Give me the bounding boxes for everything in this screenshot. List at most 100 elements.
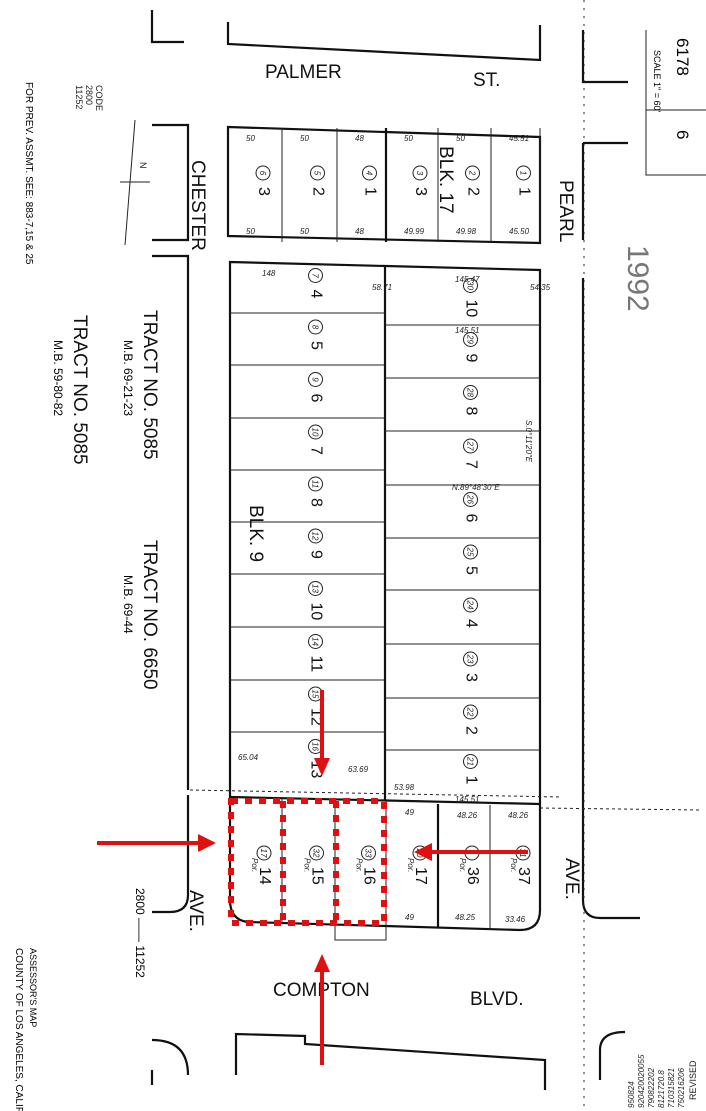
parcel-lot[interactable]: 912 (230, 528, 385, 575)
lot-number: 7 (463, 460, 480, 469)
parcel-number: 8 (308, 319, 323, 335)
street-chester: CHESTER (187, 160, 208, 251)
dimension: 33.46 (505, 915, 526, 924)
dimension: 48.26 (457, 811, 478, 820)
parcel-lot[interactable]: 424 (385, 597, 540, 645)
dimension: 50 (300, 227, 309, 236)
street-outlines (150, 0, 701, 1111)
dimension: 50 (246, 134, 255, 143)
parcel-number: 17 (256, 845, 272, 861)
north-arrow-icon: N (120, 119, 150, 246)
parcel-lot[interactable]: 11 (516, 165, 533, 196)
parcel-id: 15 (311, 690, 320, 699)
parcel-lot[interactable]: 525 (385, 544, 540, 591)
highlight-box-lot-14-16 (228, 798, 387, 926)
dimension: 49 (405, 808, 414, 817)
street-ave-right: AVE. (561, 858, 582, 900)
parcel-number: 5 (310, 165, 325, 181)
portion-note: Por. (509, 858, 518, 872)
parcel-number: 10 (308, 424, 323, 440)
parcel-id: 3 (415, 171, 424, 176)
parcel-id: 26 (466, 494, 475, 504)
code-value: 2800 (84, 85, 94, 105)
parcel-lot[interactable]: 58 (230, 319, 385, 366)
dimension: 145.51 (455, 326, 479, 335)
street-palmer-suffix: ST. (473, 70, 500, 91)
parcel-lot[interactable]: 811 (230, 476, 385, 523)
parcel-lot[interactable]: 25 (310, 165, 327, 196)
parcel-number: 28 (463, 385, 478, 400)
lot-number: 14 (256, 867, 273, 885)
north-label: N (138, 162, 148, 169)
parcel-number: 33 (361, 845, 376, 861)
parcel-id: 25 (466, 547, 475, 557)
parcel-id: 13 (311, 584, 320, 593)
arrow-up-icon (314, 954, 330, 1065)
parcel-id: 4 (365, 171, 374, 176)
parcel-lot[interactable]: 47 (230, 268, 385, 314)
parcel-number: 12 (308, 528, 323, 544)
block-label: BLK. 17 (435, 146, 456, 214)
dimension: 49.98 (456, 227, 477, 236)
lot-number: 36 (464, 867, 481, 885)
tract-labels: TRACT NO. 5085 M.B. 69-21-23 TRACT NO. 5… (51, 310, 160, 690)
dimension: 45.50 (509, 227, 530, 236)
parcel-lot[interactable]: 626 (385, 492, 540, 539)
dimension: 65.04 (238, 753, 259, 762)
revision-entry: 8121720.8 (657, 1070, 666, 1108)
parcel-number: 21 (463, 754, 478, 769)
dimension: 145.47 (455, 275, 480, 284)
parcel-lot[interactable]: 323 (385, 651, 540, 699)
parcel-id: 10 (311, 428, 320, 437)
parcel-lot[interactable]: 22 (465, 165, 482, 196)
portion-note: Por. (250, 858, 259, 872)
parcel-number: 4 (362, 165, 377, 181)
parcel-lot[interactable]: 36 (255, 165, 272, 196)
dimension: 50 (246, 227, 255, 236)
parcel-lot[interactable]: 14 (362, 165, 379, 196)
parcel-id: 29 (466, 334, 475, 344)
dimension: 49.99 (404, 227, 425, 236)
map-header: 6178 6 SCALE 1" = 60' 1992 CODE 2800 112… (13, 30, 706, 1111)
lot-number: 11 (308, 656, 325, 673)
dimension: 53.98 (394, 783, 415, 792)
prev-assessment: FOR PREV. ASSMT. SEE: 883-7,15 & 25 (23, 82, 34, 265)
lot-number: 3 (255, 187, 272, 196)
parcel-lot[interactable]: 828 (385, 385, 540, 432)
dimension: 48.25 (455, 913, 476, 922)
parcel-id: 1 (519, 171, 528, 175)
parcel-lot[interactable]: 727 (385, 438, 540, 486)
parcel-id: 12 (311, 532, 320, 541)
lot-number: 10 (463, 300, 480, 318)
parcel-lot[interactable]: 69 (230, 372, 385, 419)
arrow-right-icon (97, 834, 216, 852)
parcel-lot[interactable]: 121 (463, 754, 480, 785)
portion-note: Por. (303, 858, 312, 872)
parcel-id: 33 (364, 849, 373, 858)
arrow-down-icon (314, 690, 330, 776)
map-page: 6 (673, 130, 692, 139)
parcel-lot[interactable]: 33 (412, 165, 429, 196)
revision-entry: 920420020055 (637, 1054, 646, 1108)
parcel-lot[interactable]: 9 29 (385, 332, 540, 379)
lot-number: 9 (463, 354, 480, 363)
parcel-number: 6 (255, 165, 271, 181)
lot-number: 3 (412, 187, 429, 196)
lot-number: 5 (308, 341, 325, 350)
parcel-lot[interactable]: 222 (385, 704, 540, 751)
parcel-lot[interactable]: 710 (230, 424, 385, 471)
parcel-number: 32 (309, 845, 324, 861)
code-line: 2800 —— 11252 (133, 888, 147, 978)
street-palmer: PALMER (265, 62, 342, 83)
dimension: 58.71 (372, 283, 392, 292)
lot-number: 15 (309, 867, 326, 885)
parcel-id: 21 (466, 756, 475, 766)
parcel-id: 5 (313, 171, 322, 176)
